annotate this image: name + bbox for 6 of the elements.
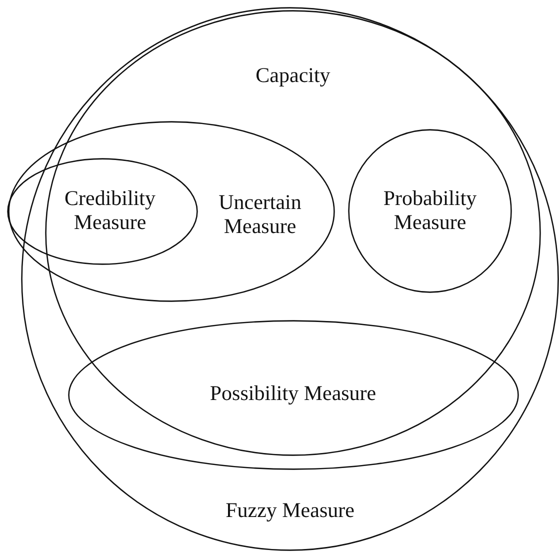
set-label: Possibility Measure: [208, 381, 378, 405]
set-label: Credibility Measure: [64, 186, 156, 234]
set-label: Probability Measure: [382, 186, 478, 234]
set-label: Uncertain Measure: [218, 190, 302, 238]
set-label: Fuzzy Measure: [224, 498, 356, 522]
set-label: Capacity: [254, 63, 332, 87]
